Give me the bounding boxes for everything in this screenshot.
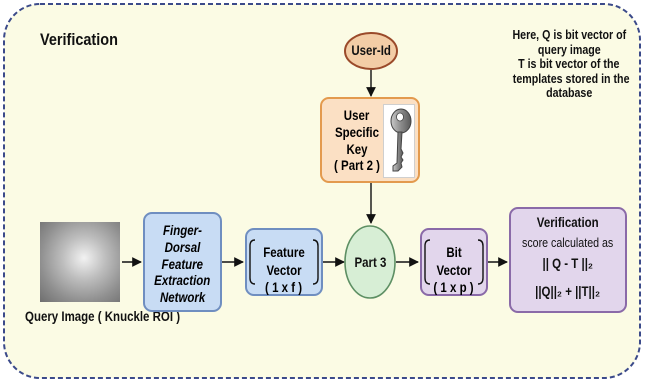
query-image-caption: Query Image ( Knuckle ROI ) (25, 308, 181, 324)
feature-vector-line: Feature Vector (263, 244, 305, 278)
note-line: Here, Q is bit vector of (512, 27, 627, 42)
network-text: Finger-Dorsal Feature Extraction Network (145, 222, 220, 306)
key-box-line: Specific Key (334, 123, 380, 157)
feature-extraction-network-box: Finger-Dorsal Feature Extraction Network (143, 212, 222, 312)
key-box-line: User (344, 107, 370, 123)
network-line: Network (159, 289, 206, 306)
note-line: database (545, 85, 593, 101)
bit-vector-text: Bit Vector ( 1 x p ) (422, 244, 486, 297)
verification-score-box: Verification score calculated as || Q - … (509, 207, 627, 313)
score-denominator: ||Q||₂ + ||T||₂ (535, 283, 601, 299)
feature-vector-line: ( 1 x f ) (265, 279, 303, 295)
key-box-line: ( Part 2 ) (334, 157, 380, 174)
feature-vector-brackets (249, 239, 319, 285)
part3-circle (344, 225, 396, 299)
query-image (40, 222, 120, 302)
score-subtitle: score calculated as (522, 235, 614, 250)
network-line: Extraction (154, 272, 211, 289)
bit-vector-line: ( 1 x p ) (433, 279, 475, 295)
user-id-ellipse (344, 32, 398, 70)
key-icon (390, 108, 412, 172)
key-box-text: User Specific Key ( Part 2 ) (324, 107, 390, 174)
note-line: query image (537, 41, 601, 57)
note-line: T is bit vector of the (518, 56, 620, 72)
diagram-title: Verification (40, 30, 118, 49)
user-id-label: User-Id (351, 42, 391, 58)
network-line: Finger-Dorsal (163, 222, 202, 255)
user-specific-key-box: User Specific Key ( Part 2 ) (320, 97, 420, 183)
key-icon-frame (383, 104, 415, 178)
feature-vector-text: Feature Vector ( 1 x f ) (247, 244, 321, 297)
part3-label: Part 3 (354, 254, 386, 270)
feature-vector-box: Feature Vector ( 1 x f ) (245, 228, 323, 296)
note-line: templates stored in the (512, 70, 630, 86)
bit-vector-line: Bit Vector (436, 244, 472, 278)
score-numerator: || Q - T ||₂ (542, 255, 594, 271)
network-line: Feature (161, 255, 204, 272)
score-heading: Verification (537, 214, 599, 230)
bit-vector-box: Bit Vector ( 1 x p ) (420, 228, 488, 296)
note-block: Here, Q is bit vector of query image T i… (500, 27, 638, 101)
bit-vector-brackets (424, 239, 484, 285)
